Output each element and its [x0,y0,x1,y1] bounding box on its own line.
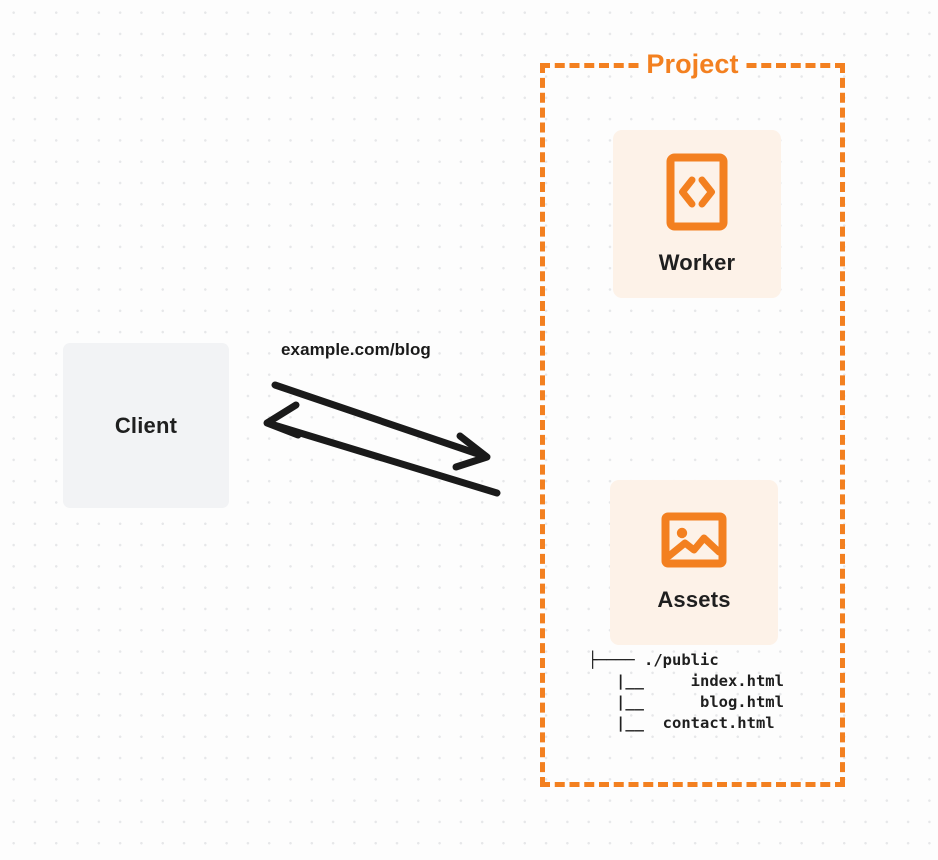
node-client-label: Client [114,412,178,438]
node-client[interactable]: Client [63,343,229,508]
node-assets-label: Assets [657,587,731,612]
edge-label-request: example.com/blog [281,340,431,359]
project-label-text: Project [643,49,742,79]
assets-file-tree: ├──── ./public |__ index.html |__ blog.h… [588,650,784,734]
file-tree-line-root: ├──── ./public [588,651,719,669]
file-tree-line-contact: |__ contact.html [588,714,775,732]
arrow-response [263,401,501,497]
project-boundary-label: Project [540,49,845,79]
node-assets[interactable]: Assets [610,480,778,645]
code-brackets-icon [666,153,728,236]
node-worker-label: Worker [658,249,736,275]
file-tree-line-blog: |__ blog.html [588,693,784,711]
arrow-request [271,381,491,471]
image-icon [661,512,727,573]
node-worker[interactable]: Worker [613,130,781,298]
file-tree-line-index: |__ index.html [588,672,784,690]
